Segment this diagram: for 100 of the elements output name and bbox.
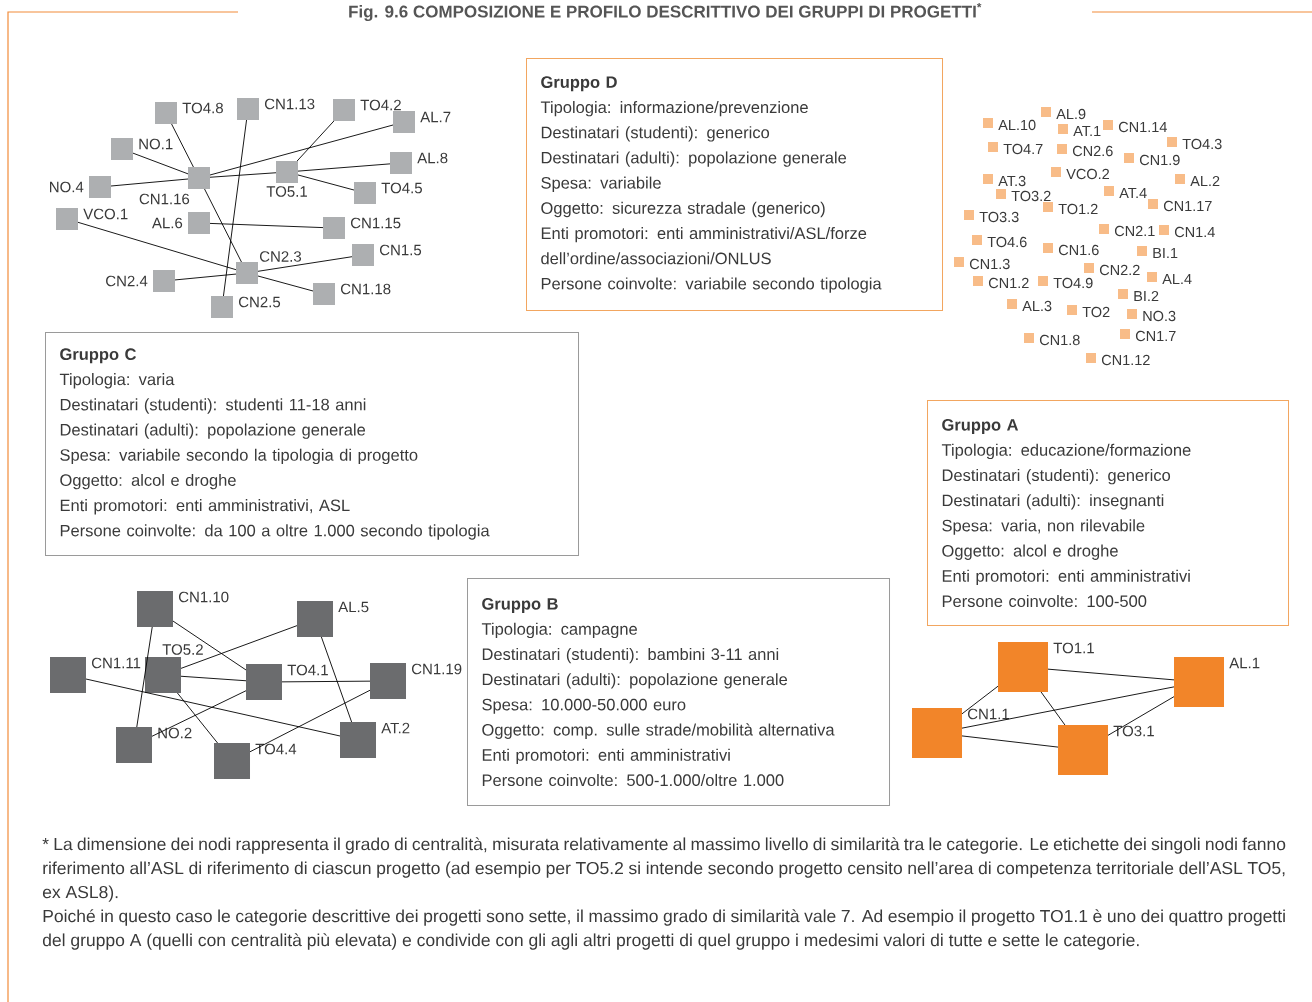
node-label: TO5.1 — [266, 186, 307, 197]
node-label: CN2.4 — [106, 275, 148, 287]
node-label: CN1.16 — [139, 193, 190, 205]
connector-line — [961, 685, 999, 715]
connector-line — [180, 675, 247, 682]
node-label: CN1.3 — [969, 258, 1010, 270]
group-box: Gruppo A Tipologia: educazione/formazione Destinatari (studenti): generico Destinatari (adulti): insegnanti Spesa: varia, non rilevabile Oggetto: alcol e droghe Enti promotori: enti amministrativi Persone coinvolte: 100-500 — [927, 400, 1289, 626]
node-label: AL.7 — [420, 111, 451, 123]
group-box: Gruppo C Tipologia: varia Destinatari (studenti): studenti 11-18 anni Destinatari (adulti): popolazione generale Spesa: variabile secondo la tipologia di progetto Oggetto: alcol e droghe Enti promotori: enti amministrativi, ASL Persone coinvolte: da 100 a oltre 1.000 secondo tipologia — [45, 332, 579, 556]
node-label: CN1.11 — [91, 657, 141, 669]
connector-line — [174, 273, 237, 281]
node-label: AL.1 — [1229, 657, 1260, 669]
connector-line — [85, 678, 341, 737]
node-label: TO4.5 — [381, 182, 422, 194]
node-label: VCO.1 — [83, 208, 128, 220]
node-label: NO.4 — [50, 181, 84, 193]
connector-line — [180, 625, 298, 669]
node-label: TO4.8 — [182, 102, 223, 114]
node-label: CN1.18 — [340, 283, 391, 295]
note-text: Poiché in questo caso le categorie descrittive dei progetti sono sette, il massimo grado di similarità vale 7. Ad esempio il progetto TO1.1 è uno dei quattro progetti del gruppo A (quelli con centralità più elevata) e condivide con gli agli altri progetti di quel gruppo i medesimi valori di tutte e sette le categorie. — [42, 909, 1285, 950]
node-label: CN1.19 — [411, 663, 462, 675]
connector-line — [249, 689, 371, 753]
connector-line — [209, 222, 324, 229]
connector-line — [281, 680, 371, 683]
connector-line — [209, 124, 394, 176]
node-label: CN1.7 — [1135, 330, 1176, 342]
node-label: TO5.2 — [162, 644, 203, 655]
node-label: TO4.4 — [255, 743, 297, 755]
node-label: TO2 — [1082, 306, 1110, 318]
node-label: TO4.6 — [987, 236, 1027, 248]
connector-line — [257, 275, 314, 292]
node-label: CN1.13 — [264, 98, 315, 110]
node-label: CN1.2 — [988, 277, 1029, 289]
connector-line — [320, 636, 353, 723]
node-label: CN1.14 — [1118, 121, 1167, 133]
node-label: AL.3 — [1022, 300, 1052, 312]
node-label: AT.1 — [1073, 126, 1101, 136]
node-label: CN1.6 — [1058, 244, 1099, 256]
node-label: AL.4 — [1162, 274, 1192, 284]
node-label: CN2.3 — [259, 251, 302, 262]
node-label: VCO.2 — [1066, 168, 1109, 180]
connector-line — [132, 152, 189, 175]
connector-line — [209, 172, 277, 178]
node-label: CN1.9 — [1139, 154, 1180, 166]
connector-line — [204, 188, 242, 263]
connector-line — [77, 221, 237, 271]
connector-line — [296, 120, 335, 162]
connector-line — [110, 178, 189, 187]
node-label: CN1.17 — [1163, 200, 1212, 212]
node-label: TO4.9 — [1053, 277, 1093, 289]
connector-line — [172, 620, 247, 671]
connector-line — [223, 119, 247, 297]
node-label: TO4.1 — [287, 664, 328, 676]
node-label: BI.1 — [1153, 248, 1178, 258]
connector-line — [961, 735, 1059, 748]
node-label: CN2.2 — [1099, 264, 1140, 276]
group-box: Gruppo B Tipologia: campagne Destinatari (studenti): bambini 3-11 anni Destinatari (adulti): popolazione generale Spesa: 10.000-50.000 euro Oggetto: comp. sulle strade/mobilità alternativa Enti promotori: enti amministrativi Persone coinvolte: 500-1.000/oltre 1.000 — [467, 578, 890, 806]
node-label: AL.5 — [338, 601, 369, 613]
figure-title: Fig. 9.6 COMPOSIZIONE E PROFILO DESCRITTIVO DEI GRUPPI DI PROGETTI$^{*}$ — [349, 2, 982, 22]
node-label: CN2.1 — [1114, 225, 1155, 237]
connector-line — [297, 163, 391, 172]
node-label: AT.4 — [1119, 188, 1147, 198]
node-label: AL.2 — [1190, 175, 1220, 187]
node-label: CN1.1 — [968, 708, 1009, 720]
node-label: CN1.5 — [379, 244, 422, 256]
connector-line — [1107, 696, 1175, 736]
connector-line — [171, 123, 194, 168]
node-label: NO.1 — [139, 138, 173, 150]
node-label: AL.10 — [998, 119, 1036, 131]
node-label: CN1.12 — [1101, 354, 1150, 366]
node-label: AL.9 — [1056, 108, 1086, 120]
node-label: CN1.15 — [350, 217, 401, 229]
connector-line — [151, 690, 247, 737]
node-label: TO4.7 — [1003, 143, 1043, 155]
node-label: TO1.1 — [1053, 642, 1094, 654]
node-label: AT.3 — [998, 175, 1026, 187]
node-label: BI.2 — [1134, 290, 1159, 302]
connector-line — [177, 692, 218, 744]
node-label: CN1.10 — [178, 591, 229, 603]
group-box: Gruppo D Tipologia: informazione/prevenzione Destinatari (studenti): generico Destinatari (adulti): popolazione generale Spesa: variabile Oggetto: sicurezza stradale (generico) Enti promotori: enti amministrativi/ASL/forze dell’ordine/associazioni/ONLUS Persone coinvolte: variabile secondo tipologia — [526, 58, 943, 311]
node-label: CN1.4 — [1174, 226, 1215, 238]
connector-line — [297, 174, 355, 191]
connector-line — [1040, 691, 1066, 726]
node-label: TO3.2 — [1011, 190, 1051, 202]
node-label: NO.3 — [1143, 310, 1176, 322]
node-label: TO4.3 — [1182, 138, 1222, 150]
node-label: AL.8 — [417, 152, 448, 164]
node-label: TO4.2 — [360, 99, 401, 111]
node-label: TO1.2 — [1058, 203, 1098, 215]
node-label: CN1.8 — [1039, 334, 1080, 346]
connector-line — [136, 626, 153, 728]
node-label: NO.2 — [158, 727, 192, 739]
node-label: TO3.1 — [1113, 725, 1154, 737]
connector-line — [257, 256, 353, 272]
connector-line — [961, 686, 1175, 729]
node-label: CN2.5 — [238, 296, 281, 308]
note-text: * La dimensione dei nodi rappresenta il grado di centralità, misurata relativamente al massimo livello di similarità tra le categorie. Le etichette dei singoli nodi fanno riferimento all’ASL di riferimento di ciascun progetto (ad esempio per TO5.2 si intende secondo progetto censito nell’area di competenza territoriale dell’ASL TO5, ex ASL8). — [42, 837, 1286, 902]
node-label: TO3.3 — [979, 211, 1019, 223]
node-label: CN2.6 — [1072, 145, 1113, 157]
node-label: AT.2 — [381, 722, 410, 734]
